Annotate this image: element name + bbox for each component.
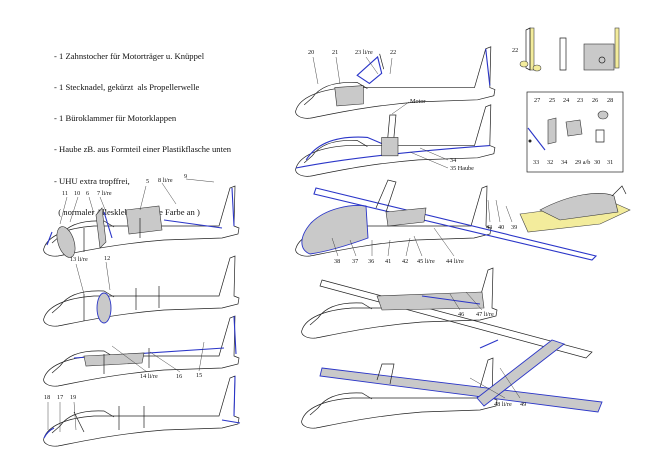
label-10: 10 [74,190,80,197]
label-d24: 24 [563,97,569,104]
leader-lines [47,56,521,432]
label-23: 23 li/re [355,49,373,56]
part-labels: 5 8 li/re 9 11 10 6 7 li/re 13 li/re 12 … [44,47,613,408]
label-47: 47 li/re [476,311,494,318]
label-15: 15 [196,372,202,379]
label-9: 9 [184,173,187,180]
fuselage-step-1 [43,185,240,258]
label-44: 44 li/re [446,258,464,265]
fuselage-step-5 [295,46,496,119]
label-35: 35 Haube [450,165,474,172]
label-13: 13 li/re [70,256,88,263]
label-36: 36 [368,258,374,265]
label-49: 49 [520,401,526,408]
label-34: 34 [450,157,456,164]
label-5: 5 [146,178,149,185]
fuselage-step-3 [43,315,240,387]
note-line: - UHU extra tropffrei, [54,175,130,186]
label-d29: 29 a/b [575,159,590,166]
label-16: 16 [176,373,182,380]
note-line: - 1 Büroklammer für Motorklappen [54,113,177,124]
label-d31: 31 [607,159,613,166]
fuselage-step-9 [301,339,603,429]
fuselage-step-2 [43,255,240,327]
fuselage-step-4 [43,375,241,447]
label-20: 20 [308,49,314,56]
label-45: 45 li/re [417,258,435,265]
label-19: 19 [70,394,76,401]
label-11: 11 [62,190,68,197]
label-d27: 27 [534,97,540,104]
label-46: 46 [458,311,464,318]
label-38: 38 [334,258,340,265]
label-7: 7 li/re [97,190,112,197]
detail-22-parts [519,27,620,72]
detail-canopy-parts [519,185,631,233]
label-d30: 30 [594,159,600,166]
label-d34: 34 [561,159,567,166]
label-d26: 26 [592,97,598,104]
label-39: 39 [511,224,517,231]
label-14: 14 li/re [140,373,158,380]
label-43: 43 [486,224,492,231]
label-12: 12 [104,255,110,262]
label-48: 48 li/re [494,401,512,408]
label-6: 6 [86,190,89,197]
label-8: 8 li/re [158,177,173,184]
label-d22: 22 [512,47,518,54]
label-d28: 28 [607,97,613,104]
label-d32: 32 [547,159,553,166]
label-d33: 33 [533,159,539,166]
label-21: 21 [332,49,338,56]
label-42: 42 [402,258,408,265]
label-d25: 25 [549,97,555,104]
label-d23: 23 [577,97,583,104]
label-41: 41 [385,258,391,265]
note-line: - 1 Stecknadel, gekürzt als Propellerwel… [54,82,200,93]
label-18: 18 [44,394,50,401]
label-17: 17 [57,394,63,401]
label-22: 22 [390,49,396,56]
note-line: - Haube zB. aus Formteil einer Plastikfl… [54,144,232,155]
note-line: - 1 Zahnstocher für Motorträger u. Knüpp… [54,50,205,61]
label-37: 37 [352,258,358,265]
label-motor: Motor [410,98,425,105]
label-40: 40 [498,224,504,231]
fuselage-step-6 [295,104,496,177]
detail-box-parts [526,91,624,173]
fuselage-step-7 [295,179,598,261]
